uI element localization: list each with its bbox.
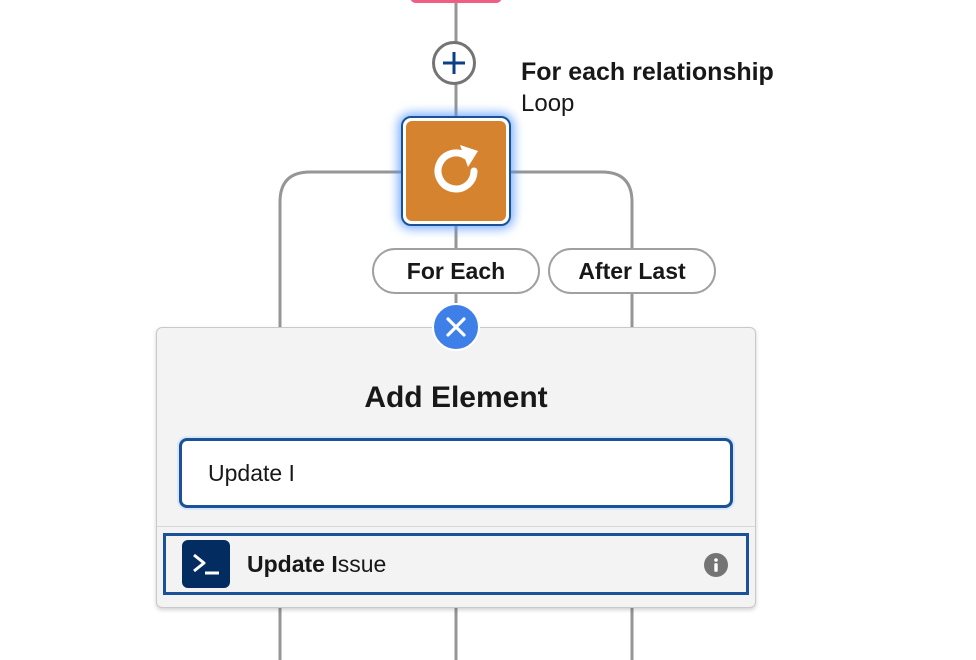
info-icon[interactable]: [704, 553, 728, 577]
connector-after-last-right: [511, 170, 634, 248]
panel-divider: [157, 526, 755, 527]
for-each-branch-label[interactable]: For Each: [372, 248, 540, 294]
search-result-label: Update Issue: [247, 551, 386, 578]
after-last-branch-label[interactable]: After Last: [548, 248, 716, 294]
add-element-panel: Add Element Update Issue: [156, 327, 756, 608]
element-search-input[interactable]: [179, 438, 733, 508]
apex-action-terminal-icon: [182, 540, 230, 588]
connector-loop-back-left: [278, 170, 401, 327]
panel-title: Add Element: [364, 381, 548, 414]
loop-element-type: Loop: [521, 90, 575, 117]
add-step-button[interactable]: [432, 41, 476, 85]
loop-element-icon-tile: [406, 121, 506, 221]
previous-element-node[interactable]: [410, 0, 502, 3]
close-icon: [446, 317, 466, 337]
loop-element-label: For each relationship Loop: [521, 57, 774, 119]
search-result-update-issue[interactable]: Update Issue: [163, 533, 749, 595]
search-result-rest: ssue: [337, 550, 387, 577]
loop-element-node[interactable]: [401, 116, 511, 226]
loop-refresh-icon: [434, 145, 478, 193]
search-result-match: Update I: [247, 550, 338, 577]
loop-element-title: For each relationship: [521, 58, 774, 86]
plus-icon: [443, 52, 465, 74]
close-panel-button[interactable]: [432, 303, 480, 351]
